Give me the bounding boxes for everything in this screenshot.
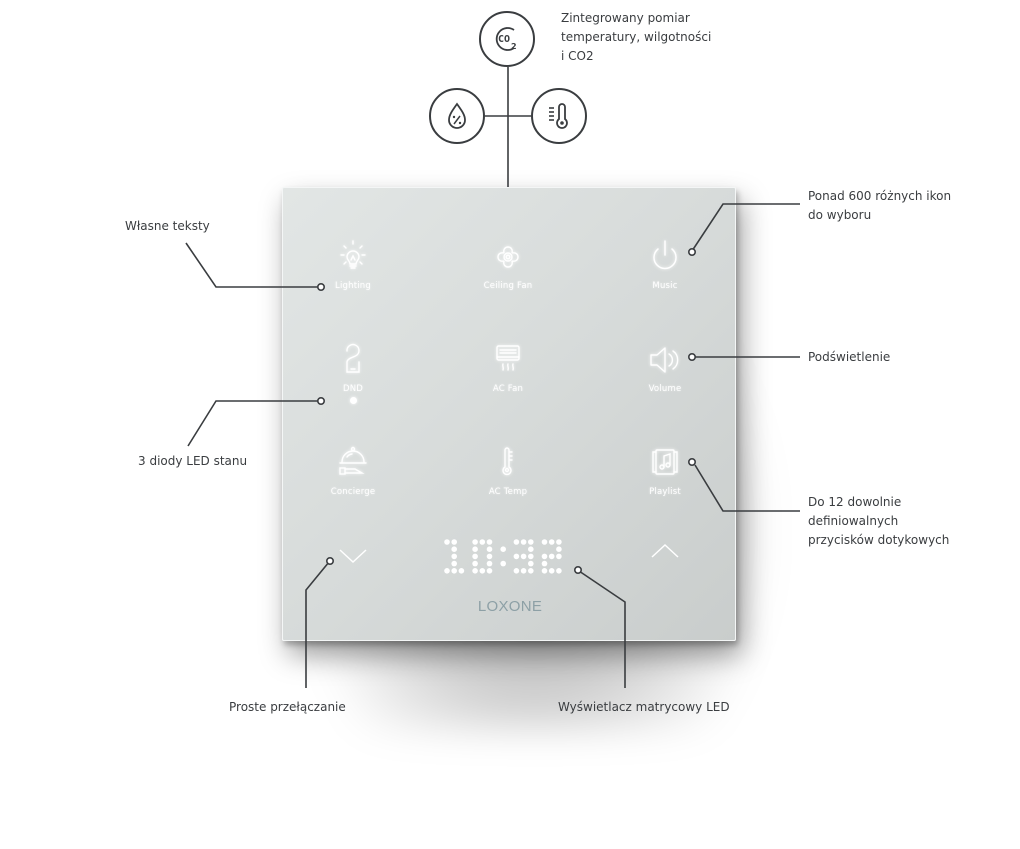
co2-icon: CO 2 <box>495 27 517 51</box>
status-led <box>349 397 357 404</box>
scroll-down-button[interactable] <box>338 547 368 565</box>
button-dnd[interactable]: DND <box>298 340 408 420</box>
ceiling-fan-icon <box>497 246 519 268</box>
button-label: Lighting <box>335 281 371 291</box>
lightbulb-icon <box>340 240 366 269</box>
scroll-up-button[interactable] <box>650 542 680 560</box>
cloche-icon <box>339 446 367 475</box>
humidity-drop-icon <box>448 102 466 129</box>
annotation-line: Do 12 dowolnie <box>808 495 902 509</box>
button-label: DND <box>342 384 364 394</box>
button-label: Concierge <box>330 487 376 497</box>
svg-text:CO: CO <box>498 34 510 45</box>
button-label: AC Fan <box>492 384 524 394</box>
annotation-line: do wyboru <box>808 208 872 222</box>
chevron-down-icon <box>339 549 367 564</box>
annotation-status-leds: 3 diody LED stanu <box>138 454 248 468</box>
annotation-line: definiowalnych <box>808 514 899 528</box>
chevron-up-icon <box>651 543 679 558</box>
button-ceiling-fan[interactable]: Ceiling Fan <box>453 237 563 317</box>
button-label: Playlist <box>649 487 681 497</box>
annotation-touch-buttons: Do 12 dowolnie definiowalnych przycisków… <box>808 493 949 550</box>
button-label: Music <box>652 281 678 291</box>
power-icon <box>653 240 677 270</box>
brand-logo: LOXONE <box>477 598 543 615</box>
touch-panel <box>282 187 736 641</box>
thermometer-icon <box>549 103 568 129</box>
air-conditioner-icon <box>496 345 520 371</box>
door-hanger-icon <box>346 343 360 373</box>
temperature-sensor <box>531 88 587 144</box>
annotation-line: Zintegrowany pomiar <box>561 11 690 25</box>
annotation-sensors: Zintegrowany pomiar temperatury, wilgotn… <box>561 9 711 66</box>
annotation-matrix-display: Wyświetlacz matrycowy LED <box>558 700 730 714</box>
music-album-icon <box>652 449 678 475</box>
annotation-line: Ponad 600 różnych ikon <box>808 189 952 203</box>
button-ac-fan[interactable]: AC Fan <box>453 340 563 420</box>
speaker-icon <box>650 347 679 373</box>
led-matrix-display <box>444 538 568 576</box>
button-label: Volume <box>648 384 682 394</box>
annotation-switching: Proste przełączanie <box>229 700 346 714</box>
annotation-own-texts: Własne teksty <box>125 219 210 233</box>
annotation-line: i CO2 <box>561 49 594 63</box>
button-lighting[interactable]: Lighting <box>298 237 408 317</box>
annotation-line: przycisków dotykowych <box>808 533 950 547</box>
button-concierge[interactable]: Concierge <box>298 443 408 523</box>
annotation-backlight: Podświetlenie <box>808 350 891 364</box>
button-volume[interactable]: Volume <box>610 340 720 420</box>
annotation-line: temperatury, wilgotności <box>561 30 712 44</box>
button-music[interactable]: Music <box>610 237 720 317</box>
annotation-icons: Ponad 600 różnych ikon do wyboru <box>808 187 951 225</box>
button-playlist[interactable]: Playlist <box>610 443 720 523</box>
button-ac-temp[interactable]: AC Temp <box>453 443 563 523</box>
thermometer-icon <box>502 447 513 476</box>
button-label: AC Temp <box>488 487 528 497</box>
matrix-clock <box>444 539 562 574</box>
humidity-sensor <box>429 88 485 144</box>
button-label: Ceiling Fan <box>483 281 533 291</box>
svg-text:2: 2 <box>511 42 517 51</box>
co2-sensor: CO 2 <box>479 11 535 67</box>
